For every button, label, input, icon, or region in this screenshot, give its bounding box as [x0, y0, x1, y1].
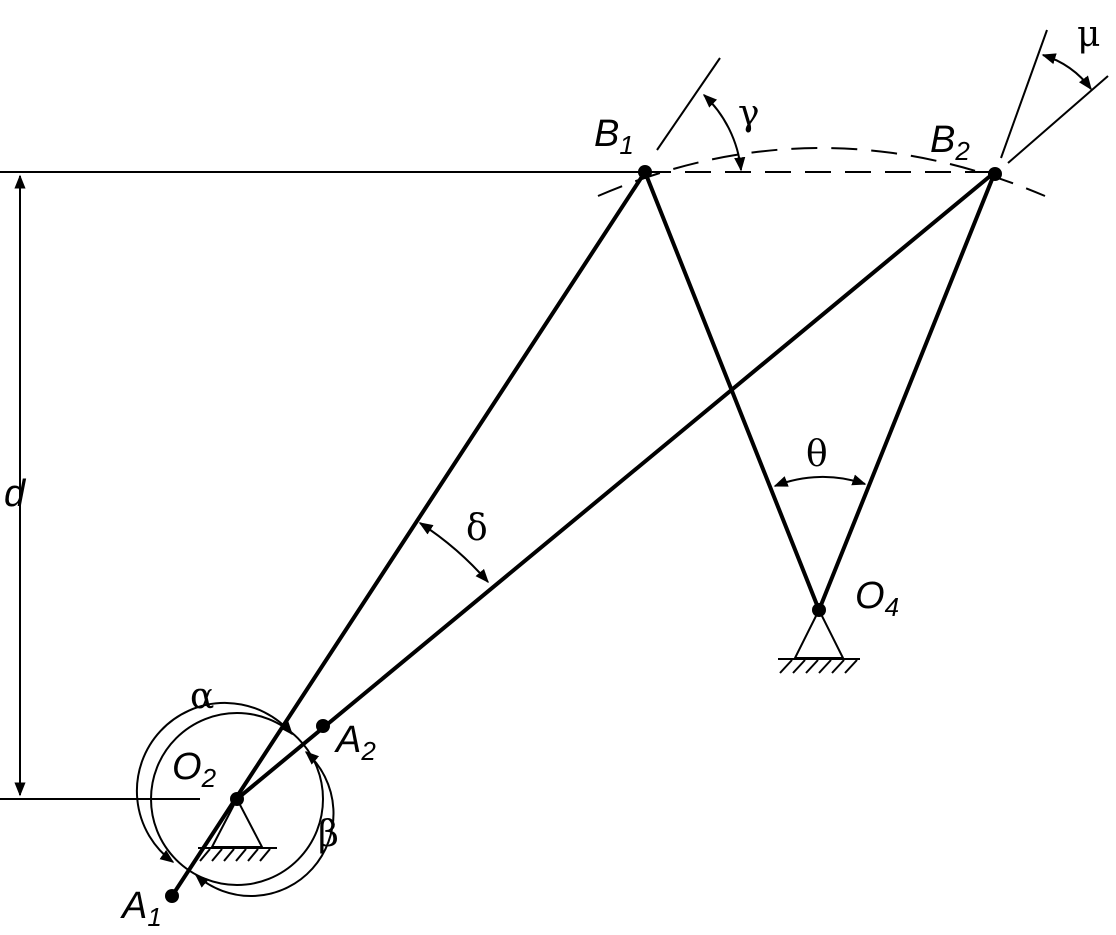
angle-delta-label: δ [466, 508, 488, 549]
gamma-reference-line [656, 57, 721, 151]
label-d: d [4, 473, 27, 515]
o2-ground-support [198, 796, 277, 862]
label-a2: A2 [334, 719, 376, 766]
label-o4: O4 [855, 575, 899, 622]
angle-mu-label: μ [1077, 14, 1100, 55]
joint-b1 [638, 165, 652, 179]
gamma-arc [702, 94, 746, 172]
rocker-o4-b2 [817, 170, 997, 612]
rocker-o4-b1 [643, 170, 821, 612]
angle-alpha-label: α [190, 676, 214, 717]
label-o2: O2 [172, 746, 217, 793]
joint-o4 [812, 603, 826, 617]
angle-theta-label: θ [806, 434, 828, 475]
mu-arc [1041, 53, 1092, 91]
o4-ground-support [778, 607, 860, 674]
angle-beta-label: β [318, 814, 339, 855]
mu-reference-line-2 [1007, 75, 1109, 164]
joint-a2 [316, 719, 330, 733]
delta-arc [418, 522, 489, 584]
angle-gamma-label: γ [738, 93, 760, 134]
joint-b2 [988, 167, 1002, 181]
mu-reference-line-1 [1000, 29, 1048, 159]
theta-arc [773, 474, 867, 487]
joint-o2 [230, 792, 244, 806]
beta-arc [194, 751, 335, 897]
label-b2: B2 [930, 119, 970, 166]
coupler-a2-b2 [235, 170, 997, 801]
alpha-arc [135, 701, 293, 863]
joint-a1 [165, 889, 179, 903]
coupler-a1-b1 [170, 170, 647, 898]
label-a1: A1 [120, 885, 162, 932]
rocker-arc-path [597, 147, 1046, 197]
label-b1: B1 [594, 113, 634, 160]
